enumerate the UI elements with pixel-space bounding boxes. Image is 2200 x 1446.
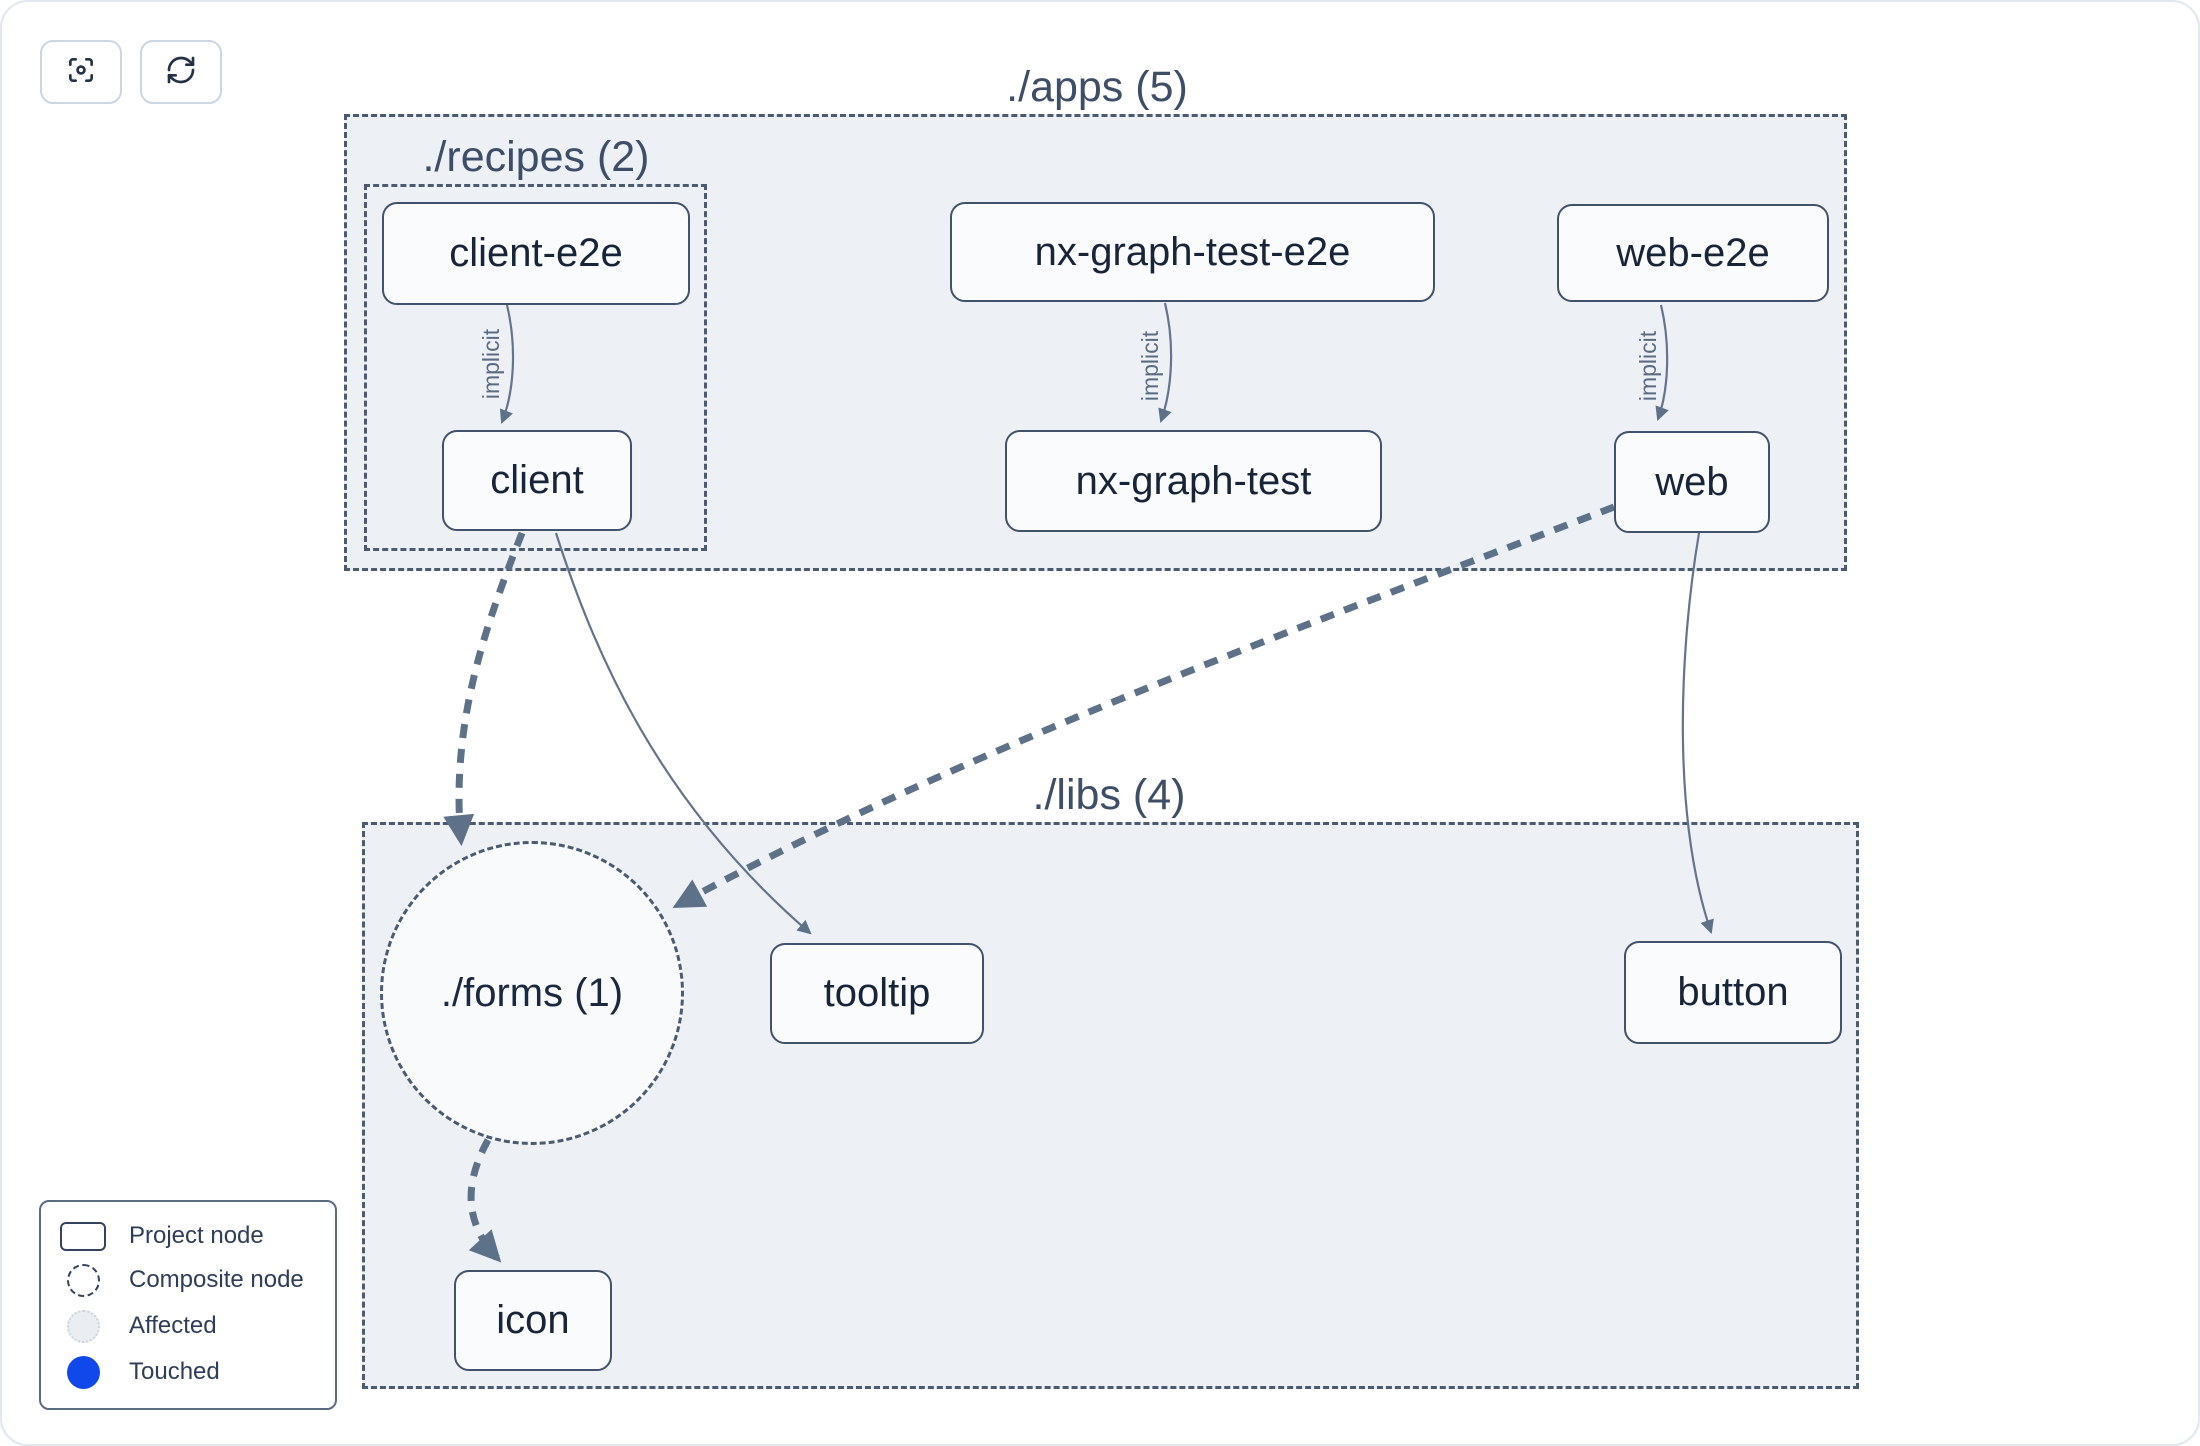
edge-label-implicit-client: implicit [477, 328, 504, 400]
affected-glyph [59, 1309, 107, 1343]
edge-forms-to-icon [467, 1138, 502, 1263]
legend-label: Affected [129, 1312, 217, 1339]
edge-label-implicit-nx-graph-test: implicit [1136, 330, 1163, 402]
node-web-e2e[interactable]: web-e2e [1557, 204, 1829, 302]
edge-nx-graph-test-e2e-to-nx-graph-test [1158, 302, 1173, 423]
legend-label: Project node [129, 1222, 264, 1249]
center-graph-button[interactable] [40, 40, 122, 104]
legend-item-touched: Touched [59, 1355, 317, 1389]
node-nx-graph-test-e2e-label: nx-graph-test-e2e [1034, 229, 1351, 274]
node-client-label: client [490, 458, 584, 502]
node-icon-label: icon [496, 1298, 570, 1342]
node-tooltip[interactable]: tooltip [770, 943, 984, 1044]
node-tooltip-label: tooltip [823, 971, 931, 1015]
node-icon[interactable]: icon [454, 1270, 612, 1371]
node-client-e2e[interactable]: client-e2e [382, 202, 690, 305]
focus-scan-icon [65, 54, 97, 91]
node-client[interactable]: client [442, 430, 632, 531]
node-nx-graph-test-e2e[interactable]: nx-graph-test-e2e [950, 202, 1435, 302]
toolbar [40, 40, 222, 104]
legend-label: Touched [129, 1358, 220, 1385]
legend-item-project-node: Project node [59, 1221, 317, 1251]
composite-node-glyph [59, 1263, 107, 1297]
legend-item-composite-node: Composite node [59, 1263, 317, 1297]
edge-client-to-tooltip [554, 532, 812, 935]
legend-item-affected: Affected [59, 1309, 317, 1343]
node-button-label: button [1677, 970, 1789, 1014]
node-web[interactable]: web [1614, 431, 1770, 533]
edge-web-to-forms [672, 503, 1616, 909]
composite-node-forms[interactable]: ./forms (1) [380, 841, 684, 1145]
group-title-apps: ./apps (5) [1006, 63, 1188, 111]
group-title-libs: ./libs (4) [1032, 771, 1186, 819]
edge-label-implicit-web: implicit [1634, 330, 1661, 402]
node-web-label: web [1655, 459, 1729, 504]
group-title-recipes: ./recipes (2) [422, 133, 650, 181]
node-button[interactable]: button [1624, 941, 1842, 1044]
edge-web-e2e-to-web [1655, 304, 1669, 421]
project-node-glyph [59, 1221, 107, 1251]
refresh-graph-button[interactable] [140, 40, 222, 104]
legend-label: Composite node [129, 1266, 304, 1293]
node-web-e2e-label: web-e2e [1616, 230, 1770, 275]
refresh-icon [165, 54, 197, 91]
edge-web-to-button [1681, 532, 1714, 934]
legend-panel: Project node Composite node Affected Tou… [39, 1200, 337, 1410]
node-nx-graph-test[interactable]: nx-graph-test [1005, 430, 1382, 532]
touched-glyph [59, 1355, 107, 1389]
node-nx-graph-test-label: nx-graph-test [1075, 458, 1312, 503]
edge-client-e2e-to-client [499, 304, 515, 424]
edge-client-to-forms [443, 531, 526, 847]
group-recipes[interactable] [364, 184, 707, 551]
composite-node-forms-label: ./forms (1) [440, 970, 624, 1015]
node-client-e2e-label: client-e2e [449, 231, 623, 275]
